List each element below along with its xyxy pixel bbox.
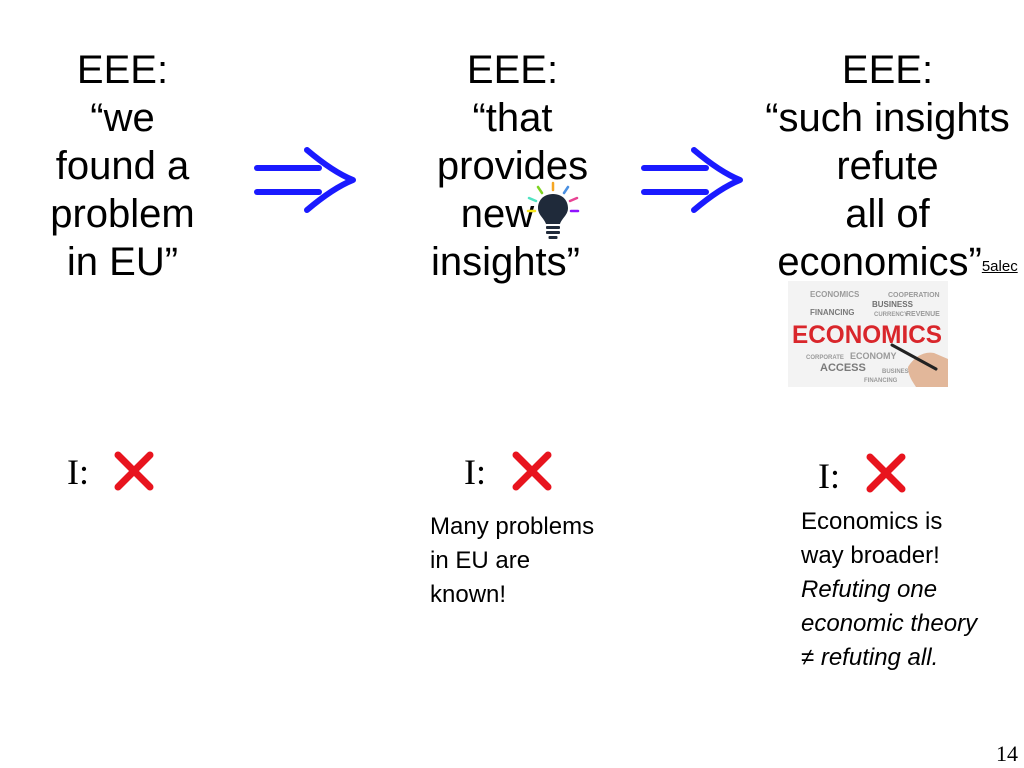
- note-italic-line: Refuting one: [801, 576, 938, 603]
- note-italic-line: ≠ refuting all.: [801, 644, 939, 671]
- footnote-link[interactable]: 5alec: [981, 258, 1018, 275]
- page-number: 14: [996, 741, 1018, 766]
- cross-icon: [512, 451, 552, 491]
- implies-arrow-icon: [254, 147, 356, 213]
- claim-line: refute: [836, 144, 939, 188]
- claim-line: EEE:: [76, 48, 169, 92]
- verdict-label: I:: [67, 452, 89, 492]
- word-cloud-word: COOPERATION: [888, 292, 940, 299]
- word-cloud-word: CORPORATE: [806, 355, 844, 361]
- claim-line: “such insights: [765, 96, 1010, 140]
- rebuttal-note-3: Economics is way broader! Refuting one e…: [801, 505, 977, 675]
- word-cloud-word: ECONOMY: [850, 351, 897, 361]
- claim-line: new: [460, 192, 535, 236]
- verdict-label: I:: [818, 456, 840, 496]
- word-cloud-word: BUSINESS: [882, 369, 913, 375]
- claim-line: provides: [436, 144, 589, 188]
- claim-line: in EU”: [66, 240, 179, 284]
- verdict-label: I:: [464, 452, 486, 492]
- word-cloud-word: BUSINESS: [872, 300, 914, 309]
- claim-text: economics”: [777, 240, 982, 284]
- claim-line: EEE:: [841, 48, 934, 92]
- note-line: Many problems: [430, 513, 595, 540]
- note-line: in EU are: [430, 547, 531, 574]
- note-line: known!: [430, 581, 507, 608]
- hand-with-pen-icon: [890, 343, 948, 387]
- cross-icon: [866, 453, 906, 493]
- word-cloud-word: FINANCING: [810, 308, 854, 317]
- lightbulb-icon: [526, 181, 580, 239]
- word-cloud-word: FINANCING: [864, 378, 898, 384]
- claim-line: found a: [55, 144, 190, 188]
- economics-word-cloud-image: ECONOMICS BUSINESS COOPERATION FINANCING…: [788, 281, 948, 387]
- claim-line: economics”5alec: [775, 238, 1020, 286]
- claim-line: insights”: [431, 240, 580, 284]
- note-line: way broader!: [801, 542, 940, 569]
- cross-icon: [114, 451, 154, 491]
- claim-line: all of: [845, 192, 930, 236]
- claim-line: “that: [472, 96, 553, 140]
- claim-line: “we: [90, 96, 155, 140]
- claim-line: problem: [50, 192, 195, 236]
- implies-arrow-icon: [641, 147, 743, 213]
- claim-column-3: EEE: “such insights refute all of econom…: [755, 46, 1020, 286]
- claim-column-2: EEE: “that provides new insights”: [405, 46, 620, 286]
- claim-column-1: EEE: “we found a problem in EU”: [20, 46, 225, 286]
- word-cloud-word: ECONOMICS: [810, 290, 860, 299]
- word-cloud-word: CURRENCY: [874, 312, 908, 318]
- word-cloud-word: ACCESS: [820, 362, 866, 374]
- note-italic-line: economic theory: [801, 610, 978, 637]
- rebuttal-note-2: Many problems in EU are known!: [430, 510, 594, 612]
- note-line: Economics is: [801, 508, 943, 535]
- word-cloud-main: ECONOMICS: [792, 321, 942, 349]
- claim-line: EEE:: [466, 48, 559, 92]
- word-cloud-word: REVENUE: [906, 311, 940, 318]
